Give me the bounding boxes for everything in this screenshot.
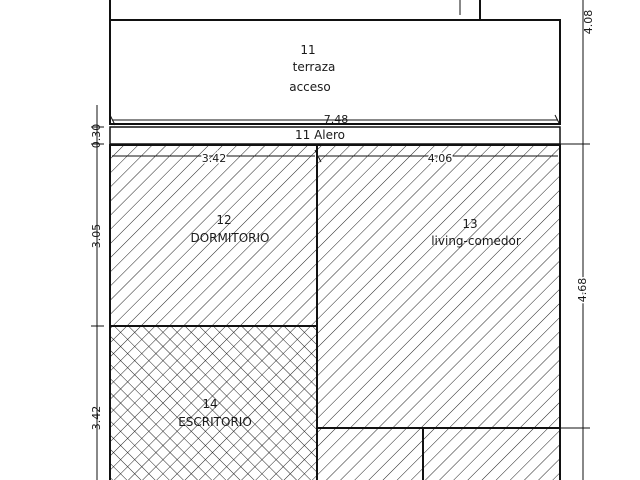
terraza-name: terraza [293, 60, 336, 74]
alero-label: 11 Alero [295, 128, 345, 142]
dimension-terraza-width: 7.48 [109, 113, 561, 126]
terraza-subname: acceso [289, 80, 331, 94]
dormitorio-number: 12 [216, 213, 231, 227]
dimension-living-width: 4.06 [428, 152, 453, 165]
dimension-alero-depth: 0.30 [90, 124, 103, 149]
dimension-top-right: 4.08 [582, 10, 595, 35]
alero-strip: 11 Alero [109, 126, 561, 145]
dimension-escritorio-height: 3.42 [90, 406, 103, 431]
escritorio-name: ESCRITORIO [178, 415, 252, 429]
dimension-living-height: 4.68 [576, 278, 589, 303]
dimension-dormitorio-width: 3.42 [202, 152, 227, 165]
dimension-room-widths: 3.42 4.06 [112, 149, 558, 167]
living-name: living-comedor [431, 234, 521, 248]
living-comedor-room: 13 living-comedor [316, 144, 561, 429]
escritorio-number: 14 [202, 397, 217, 411]
bottom-rooms [316, 427, 561, 480]
dimension-left: 0.30 3.05 3.42 [90, 105, 104, 480]
dimension-right: 4.08 4.68 [560, 0, 595, 480]
terraza-room: 11 terraza acceso [109, 19, 561, 125]
dimension-terraza-width-text: 7.48 [324, 113, 349, 126]
escritorio-room: 14 ESCRITORIO [109, 325, 318, 480]
dimension-dormitorio-height: 3.05 [90, 224, 103, 249]
terraza-number: 11 [300, 43, 315, 57]
dormitorio-name: DORMITORIO [190, 231, 269, 245]
top-structure [109, 0, 481, 21]
dormitorio-room: 12 DORMITORIO [109, 144, 318, 327]
living-number: 13 [462, 217, 477, 231]
